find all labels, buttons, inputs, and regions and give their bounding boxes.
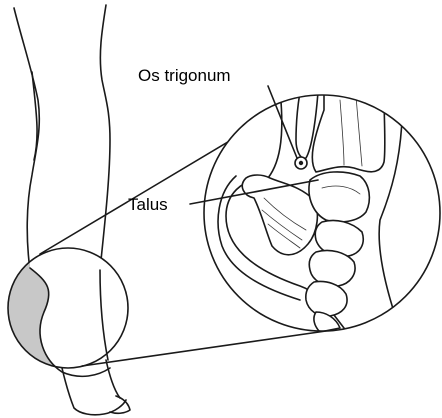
label-talus: Talus xyxy=(128,195,168,214)
label-os-trigonum: Os trigonum xyxy=(138,66,231,85)
heel-highlight xyxy=(8,240,128,376)
leg-outline xyxy=(14,5,110,270)
magnified-ankle xyxy=(204,90,440,332)
